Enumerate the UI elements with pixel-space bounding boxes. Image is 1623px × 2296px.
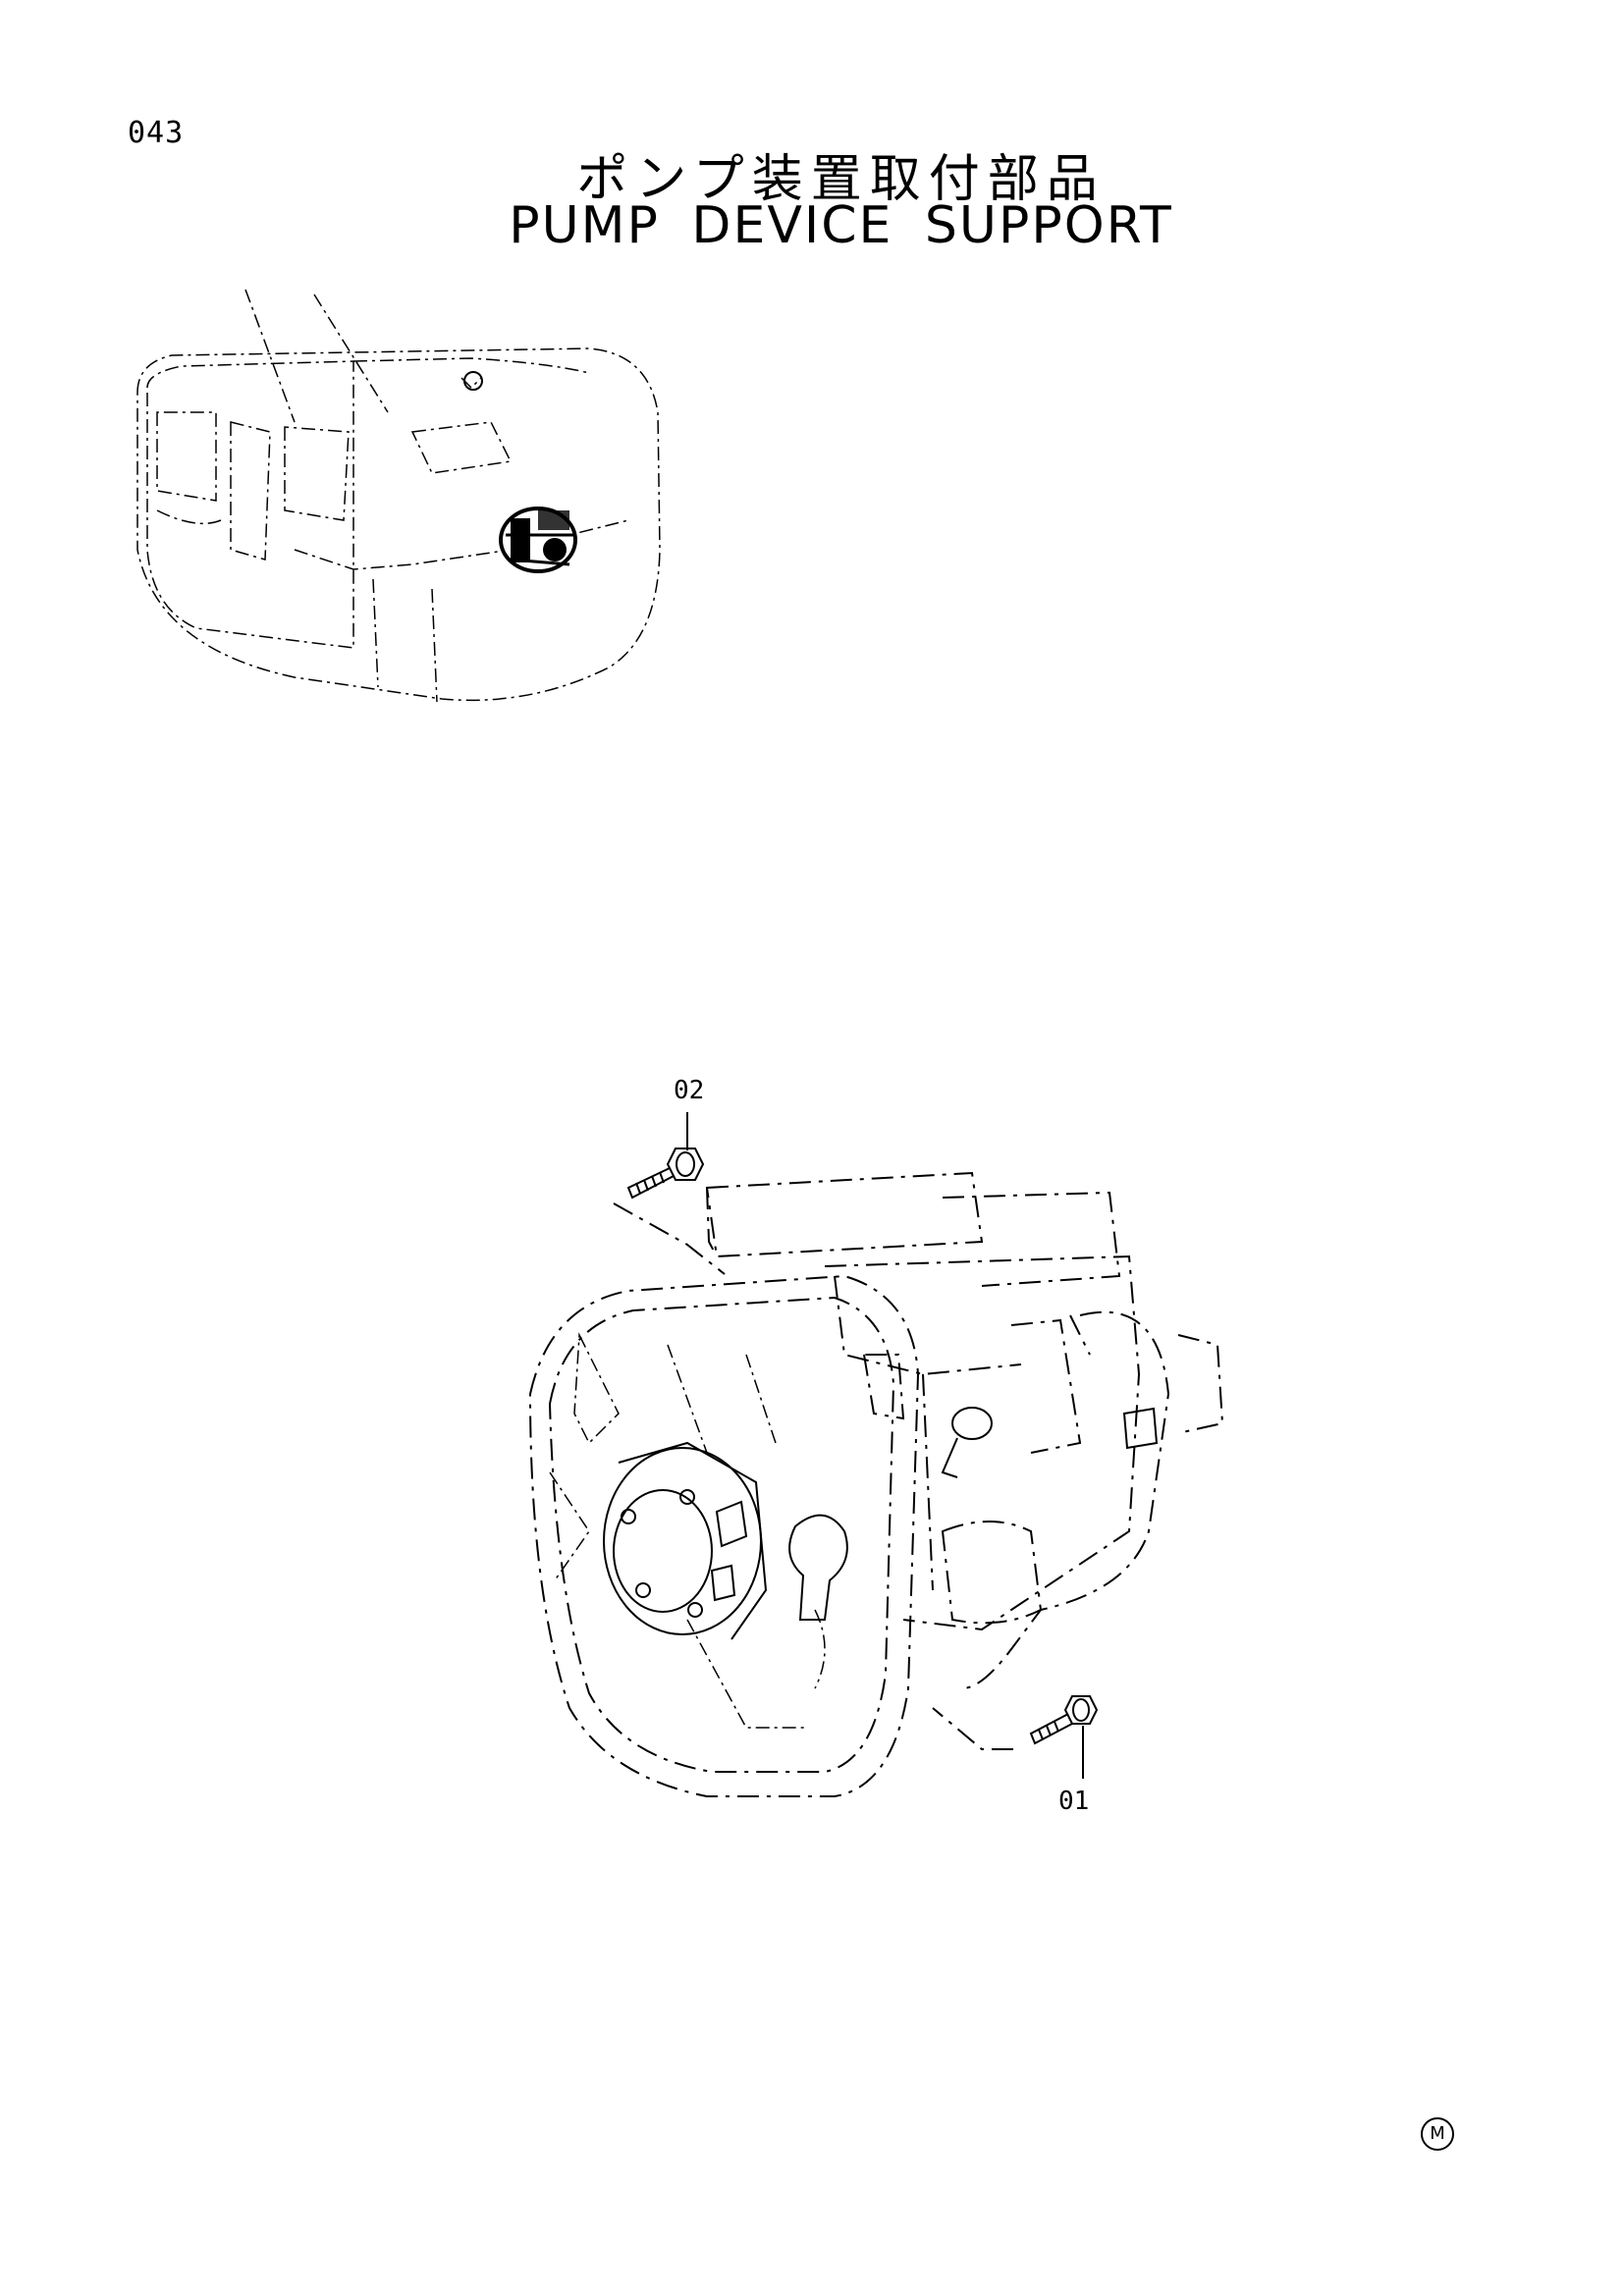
bolt-01-icon — [932, 1695, 1099, 1779]
page-number: 043 — [128, 116, 185, 150]
title-english: PUMP DEVICE SUPPORT — [509, 196, 1173, 255]
pump-device-assembly-icon — [528, 1171, 1224, 1797]
callout-01: 01 — [1058, 1787, 1090, 1816]
title-japanese: ポンプ装置取付部品 — [576, 150, 1106, 209]
bolt-02-icon — [613, 1112, 726, 1275]
highlighted-pump-icon — [499, 507, 577, 573]
corner-mark: M — [1421, 2117, 1454, 2151]
callout-02: 02 — [674, 1076, 705, 1105]
excavator-overview-icon — [136, 289, 661, 703]
